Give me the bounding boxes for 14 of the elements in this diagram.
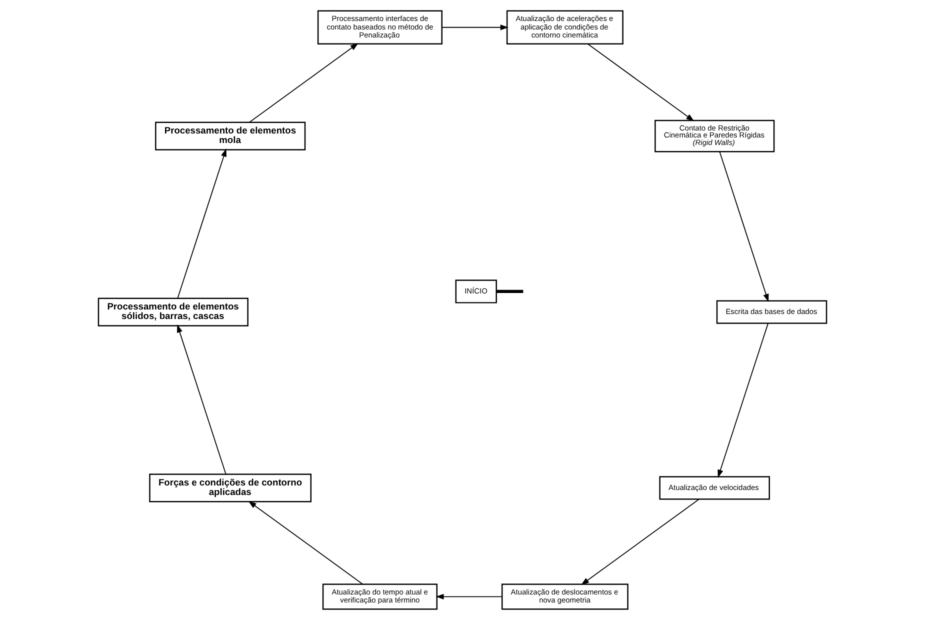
arrow [248,500,364,585]
arrow [718,322,769,478]
node-box: Processamento de elementos sólidos, barras, cascas [98,298,248,326]
arrow [587,43,694,122]
arrow [581,498,700,585]
arrow [177,324,226,475]
arrow [248,43,358,123]
node-box: Processamento de elementos mola [155,122,306,150]
arrow [436,594,503,600]
arrow [442,24,508,30]
arrow [177,148,226,299]
node-box: Forças e condições de contorno aplicadas [149,474,312,502]
arrow [719,151,769,302]
connector [496,290,524,294]
